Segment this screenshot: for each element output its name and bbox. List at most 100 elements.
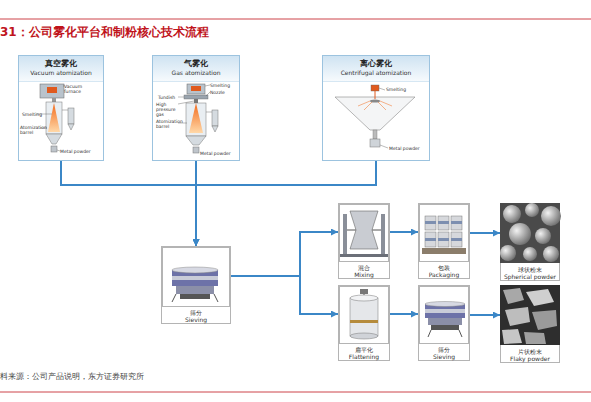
part-label: Atomization barrel xyxy=(20,125,42,135)
drawing-part xyxy=(371,85,379,91)
node-title: 气雾化 xyxy=(153,59,239,69)
drawing-part xyxy=(505,307,530,326)
part-label: Vacuum furnace xyxy=(64,84,98,94)
drawing-part xyxy=(500,245,516,261)
flow-arrow xyxy=(470,314,500,316)
drawing-part xyxy=(364,102,372,110)
drawing-part xyxy=(350,298,378,336)
drawing-part xyxy=(373,130,377,139)
drawing-part xyxy=(350,333,378,339)
mixer-drawing xyxy=(340,211,388,257)
drawing-part xyxy=(451,216,462,230)
part-label: High pressure gas xyxy=(156,102,180,117)
drawing-part xyxy=(63,86,64,87)
drawing-part xyxy=(438,238,449,241)
drawing-part xyxy=(178,97,184,98)
centrifugal-atomizer-drawing xyxy=(335,85,415,148)
drawing-part xyxy=(176,286,214,294)
drawing-part xyxy=(343,214,347,254)
flattening-drawing xyxy=(350,289,378,339)
node-title: 球状粉末 xyxy=(501,266,559,273)
box-header: 离心雾化Centrifugal atomization xyxy=(323,56,429,82)
drawing-part xyxy=(180,294,210,299)
box-caption: 球状粉末Spherical powder xyxy=(501,264,559,280)
drawing-part xyxy=(57,150,60,151)
drawing-part xyxy=(525,203,539,217)
drawing-part xyxy=(186,136,206,145)
drawing-part xyxy=(52,98,56,102)
drawing-part xyxy=(186,103,206,136)
drawing-part xyxy=(425,238,436,241)
drawing-part xyxy=(214,294,218,302)
drawing-part xyxy=(451,232,462,247)
figure-title: 31：公司雾化平台和制粉核心技术流程 xyxy=(0,24,209,41)
flow-arrow xyxy=(231,232,338,276)
node-subtitle: Centrifugal atomization xyxy=(323,69,429,77)
drawing-part xyxy=(503,205,521,223)
box-caption: 片状粉末Flaky powder xyxy=(501,346,559,362)
drawing-part xyxy=(191,86,201,91)
drawing-part xyxy=(193,147,199,153)
drawing-part xyxy=(451,221,462,224)
drawing-part xyxy=(212,126,218,132)
drawing-part xyxy=(370,139,380,147)
part-label: Atomization barrel xyxy=(156,119,180,129)
drawing-part xyxy=(459,330,462,337)
sieve-drawing xyxy=(425,302,465,338)
node-subtitle: Mixing xyxy=(339,271,389,278)
drawing-part xyxy=(438,232,449,247)
drawing-part xyxy=(36,114,52,115)
drawing-part xyxy=(422,248,466,254)
drawing-part xyxy=(380,101,392,106)
frame-rules xyxy=(0,19,591,392)
drawing-part xyxy=(500,203,560,263)
sieve-drawing xyxy=(172,267,218,302)
drawing-part xyxy=(532,310,557,330)
drawing-part xyxy=(189,103,203,133)
part-label: Metal powder xyxy=(200,151,234,156)
node-title: 包装 xyxy=(419,264,469,271)
node-subtitle: Packaging xyxy=(419,271,469,278)
part-label: Tundish xyxy=(158,95,180,100)
drawing-part xyxy=(184,95,208,99)
node-title: 筛分 xyxy=(162,309,230,316)
drawing-part xyxy=(543,246,559,262)
drawing-part xyxy=(47,87,57,93)
source-caption: 料来源：公司产品说明，东方证券研究所 xyxy=(0,371,144,382)
drawing-part xyxy=(503,288,524,304)
drawing-part xyxy=(425,302,465,307)
drawing-part xyxy=(425,232,436,247)
drawing-part xyxy=(194,99,198,103)
part-label: Smelting xyxy=(22,112,38,117)
drawing-part xyxy=(350,320,378,323)
flow-arrow xyxy=(61,161,196,246)
box-header: 真空雾化Vacuum atomization xyxy=(19,56,103,82)
drawing-part xyxy=(370,100,380,103)
node-title: 混合 xyxy=(339,264,389,271)
drawing-part xyxy=(68,108,74,124)
drawing-part xyxy=(379,88,385,90)
drawing-part xyxy=(381,214,385,254)
node-subtitle: Sieving xyxy=(419,353,469,360)
drawing-part xyxy=(428,318,462,325)
part-label: Metal powder xyxy=(389,146,425,151)
drawing-part xyxy=(500,285,560,345)
drawing-part xyxy=(340,254,388,257)
drawing-part xyxy=(428,330,431,337)
flow-arrow xyxy=(390,313,418,315)
flow-arrow xyxy=(470,232,500,234)
drawing-part xyxy=(212,110,218,126)
node-title: 筛分 xyxy=(419,346,469,353)
drawing-part xyxy=(375,91,376,99)
part-label: Metal powder xyxy=(60,149,94,154)
drawing-part xyxy=(40,84,64,98)
node-subtitle: Gas atomization xyxy=(153,69,239,77)
node-subtitle: Flaky powder xyxy=(501,355,559,362)
drawing-part xyxy=(178,101,194,104)
drawing-part xyxy=(502,329,522,344)
drawing-part xyxy=(206,92,210,96)
node-subtitle: Flattening xyxy=(339,353,389,360)
box-caption: 筛分Sieving xyxy=(419,344,469,360)
drawing-part xyxy=(451,238,462,241)
